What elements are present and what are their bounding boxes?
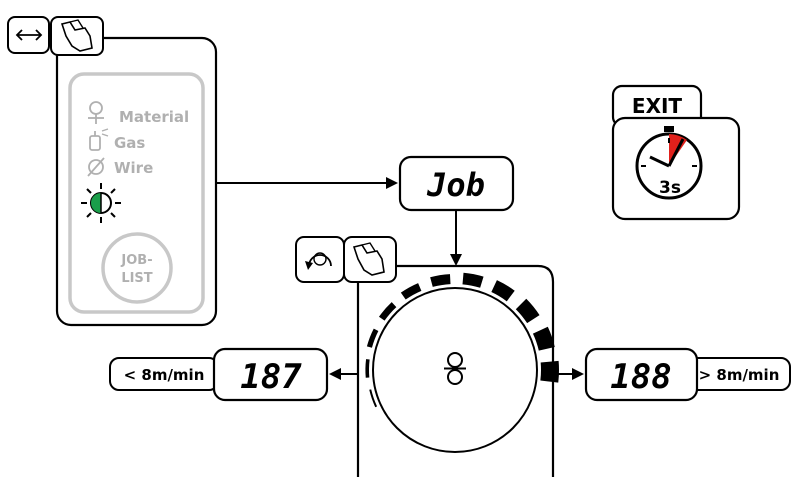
connector-knob-to-right — [553, 368, 584, 380]
gas-cylinder-icon — [89, 128, 109, 151]
material-icon — [88, 101, 104, 124]
connector-job-to-knob — [450, 210, 462, 266]
dial-segment — [540, 360, 560, 383]
left-condition-tag: < 8m/min — [109, 357, 219, 391]
dial-segment — [400, 283, 422, 300]
right-display-value: 188 — [610, 357, 671, 397]
joblist-label-2: LIST — [121, 271, 152, 286]
exit-label: EXIT — [632, 94, 683, 118]
left-display: 187 — [212, 347, 329, 402]
right-condition-label: > 8m/min — [699, 366, 780, 384]
dial-segment — [491, 280, 515, 302]
wire-label: Wire — [114, 159, 153, 177]
job-display-text: Job — [426, 166, 485, 204]
rotary-knob-icon[interactable] — [295, 236, 345, 283]
left-display-value: 187 — [240, 357, 302, 397]
dial-segment — [365, 359, 370, 378]
right-condition-tag: > 8m/min — [682, 357, 791, 391]
exit-panel: EXIT 3s — [611, 84, 741, 221]
dial-segment — [430, 274, 451, 287]
stopwatch-icon — [635, 126, 703, 200]
dial-segment — [366, 328, 379, 348]
exit-timer: 3s — [659, 178, 681, 198]
hand-press-icon-2[interactable] — [343, 236, 397, 283]
material-label: Material — [119, 108, 189, 126]
dial-segment — [378, 302, 397, 321]
right-display: 188 — [584, 347, 699, 402]
dial-segment — [515, 298, 540, 324]
gas-label: Gas — [114, 134, 145, 152]
wire-feed-icon — [444, 352, 466, 385]
control-panel — [55, 36, 218, 327]
job-display: Job — [398, 155, 515, 212]
wire-diameter-icon — [87, 157, 105, 177]
joblist-label-1: JOB- — [120, 253, 152, 268]
dial-segment — [462, 272, 484, 288]
connector-panel-to-job — [217, 177, 398, 189]
hand-press-icon[interactable] — [50, 16, 104, 56]
status-light-half-green-icon — [81, 183, 121, 223]
double-arrow-icon[interactable] — [7, 16, 50, 54]
left-condition-label: < 8m/min — [124, 366, 205, 384]
dial-segment — [369, 389, 378, 408]
connector-knob-to-left — [329, 368, 358, 380]
dial-segments — [365, 272, 560, 408]
dial-segment — [532, 326, 555, 351]
joblist-button[interactable]: JOB- LIST — [101, 232, 173, 304]
